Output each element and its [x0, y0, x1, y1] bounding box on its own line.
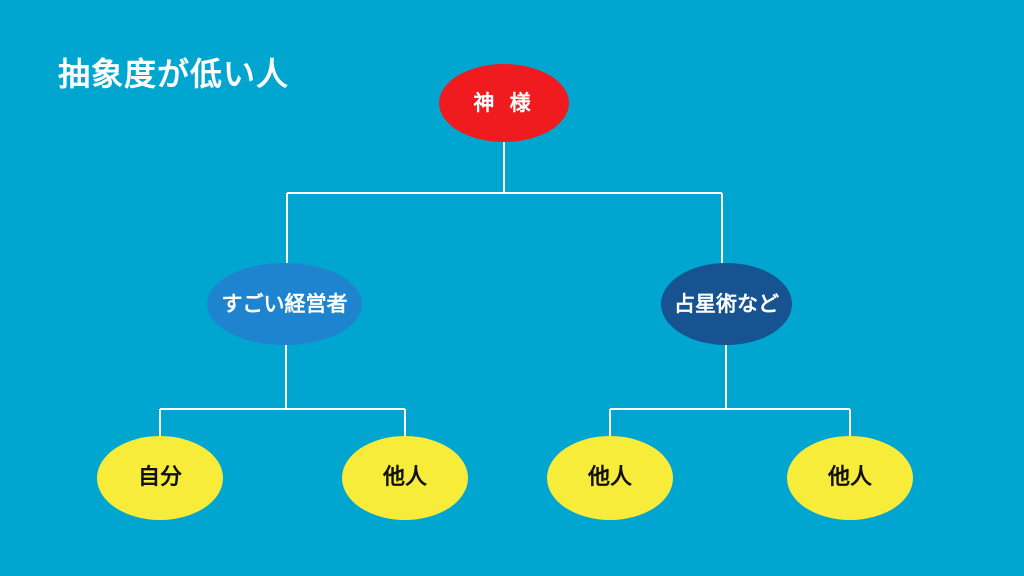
node-god-label: 神 様 — [473, 90, 535, 115]
node-astrology: 占星術など — [661, 263, 792, 345]
node-astrology-label: 占星術など — [674, 291, 779, 316]
node-god: 神 様 — [439, 64, 569, 142]
page-title: 抽象度が低い人 — [58, 55, 290, 93]
node-self-label: 自分 — [137, 465, 182, 490]
node-other-1-label: 他人 — [382, 465, 427, 490]
node-self: 自分 — [97, 436, 223, 520]
node-other-2: 他人 — [547, 436, 673, 520]
node-other-2-label: 他人 — [587, 465, 632, 490]
node-other-3: 他人 — [787, 436, 913, 520]
node-other-1: 他人 — [342, 436, 468, 520]
node-great-executive: すごい経営者 — [207, 263, 362, 345]
node-great-executive-label: すごい経営者 — [221, 291, 348, 316]
node-other-3-label: 他人 — [827, 465, 872, 490]
